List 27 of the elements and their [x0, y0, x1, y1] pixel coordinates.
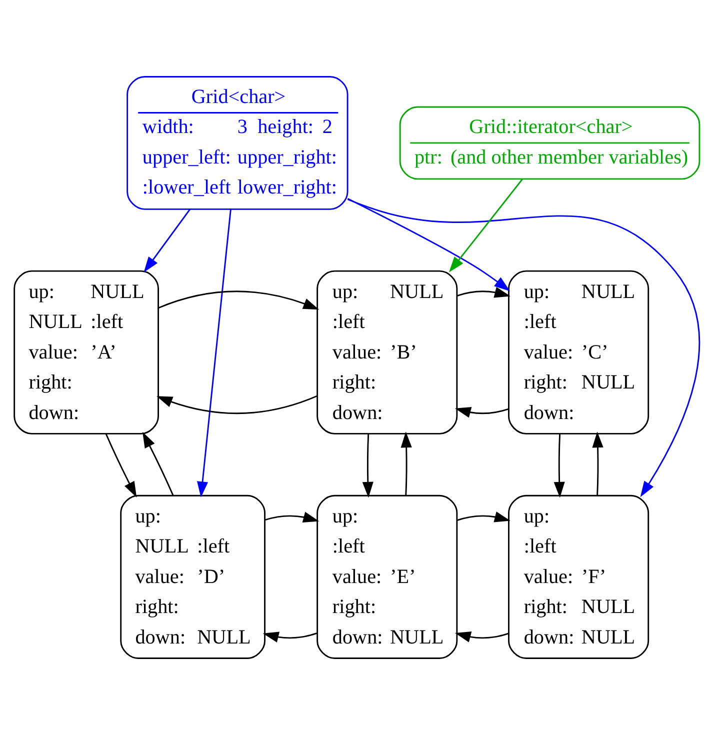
arrow: [454, 631, 509, 642]
arrow: [264, 511, 320, 522]
arrow: [262, 631, 318, 642]
arrow: [448, 178, 524, 272]
node-box: up: NULL :left value: ’B’ right: down:: [316, 270, 458, 434]
arrow: [592, 431, 604, 496]
node-box: Grid::iterator<char> ptr: (and other member variables): [399, 106, 700, 180]
arrow: [400, 431, 412, 496]
arrow: [156, 394, 318, 414]
arrow: [362, 433, 374, 498]
node-box: up: :left value: ’F’ right: NULL down: NULL: [508, 494, 650, 658]
node-box: up: NULL :left value: ’D’ right: down: NULL: [120, 494, 266, 658]
node-box: Grid<char> width: 3 height: 2 upper_left: upper_right: :lower_left lower_right:: [126, 76, 348, 210]
arrow: [554, 433, 565, 498]
arrow: [197, 208, 232, 497]
node-box: up: :left value: ’E’ right: down: NULL: [316, 494, 458, 658]
arrow: [158, 290, 320, 310]
arrow: [347, 197, 510, 291]
arrow: [454, 406, 509, 418]
arrow: [142, 431, 174, 496]
arrow: [347, 198, 700, 497]
arrow: [456, 286, 510, 298]
arrow: [144, 208, 191, 272]
node-box: up: NULL NULL :left value: ’A’ right: down:: [14, 270, 159, 434]
arrow: [105, 433, 137, 497]
arrow: [456, 511, 510, 522]
node-box: up: NULL :left value: ’C’ right: NULL down:: [508, 270, 650, 434]
